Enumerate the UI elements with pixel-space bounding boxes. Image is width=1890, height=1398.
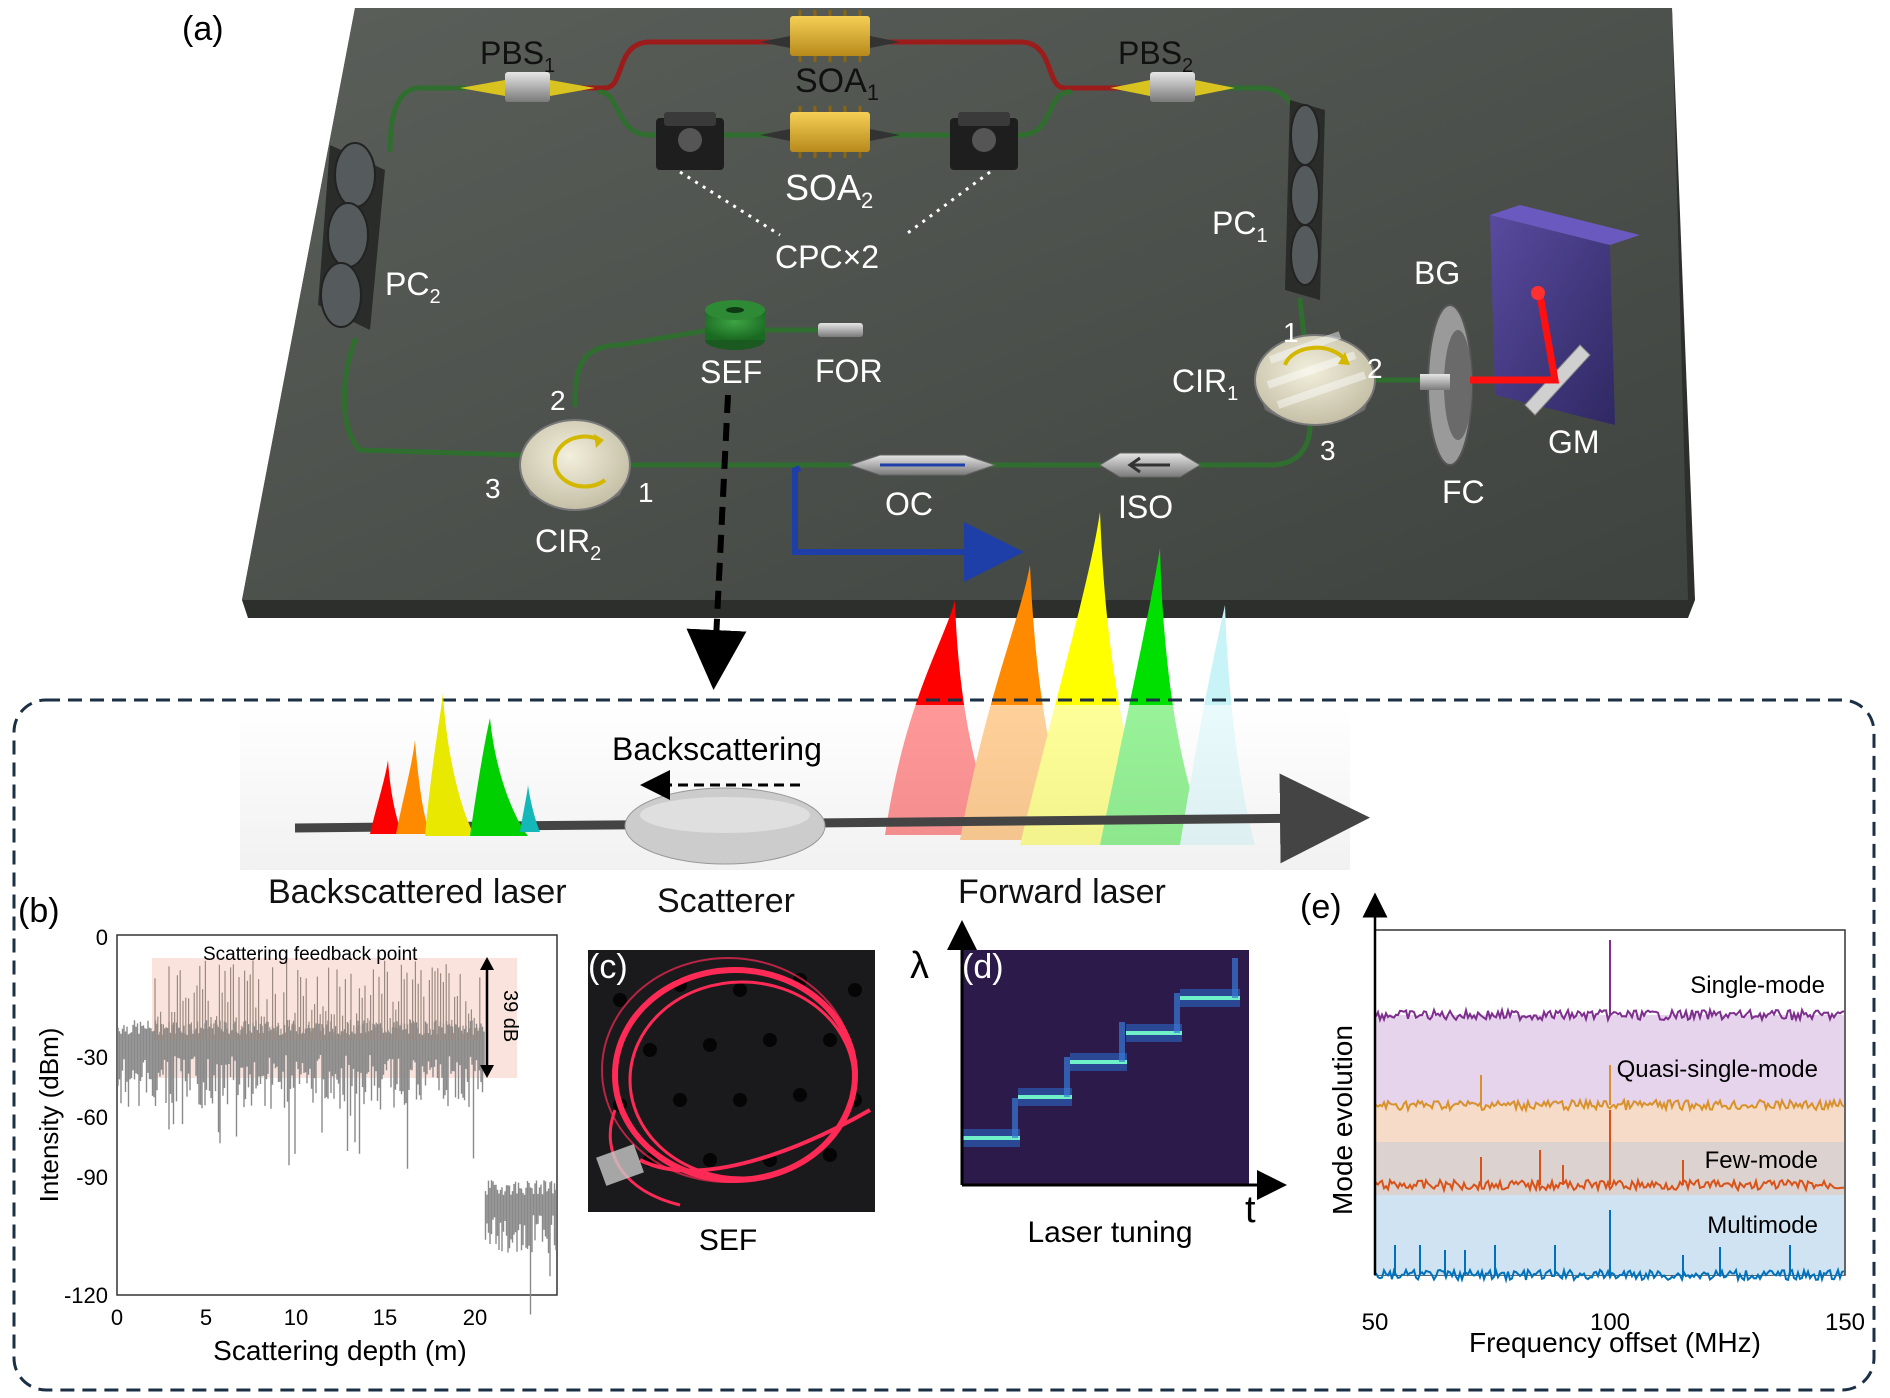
pbs1-label: PBS1 xyxy=(480,35,555,77)
trace-label-quasi: Quasi-single-mode xyxy=(1617,1056,1818,1083)
soa1-label: SOA1 xyxy=(795,62,879,105)
pbs2-coupler xyxy=(1110,72,1235,102)
forward-laser-label: Forward laser xyxy=(958,873,1166,911)
cpc-left xyxy=(656,112,724,170)
for-terminator xyxy=(818,323,863,337)
bg-grating xyxy=(1490,205,1640,425)
laser-spot xyxy=(1531,286,1545,300)
fc-label: FC xyxy=(1442,474,1485,510)
panel-c-label: (c) xyxy=(588,948,628,986)
tuning-steps xyxy=(962,958,1240,1147)
iso-isolator xyxy=(1099,452,1201,478)
b-xtick-10: 10 xyxy=(284,1305,308,1330)
oc-label: OC xyxy=(885,486,933,522)
mode-trace-2 xyxy=(1375,1110,1844,1194)
trace-label-single: Single-mode xyxy=(1690,972,1825,999)
e-xtick-100: 100 xyxy=(1590,1309,1630,1336)
panel-b-label: (b) xyxy=(18,892,60,930)
fiber-coil xyxy=(601,957,871,1207)
cpc-right xyxy=(950,112,1018,170)
cpc-leader-lines xyxy=(679,170,991,237)
panel-b: (b) Scattering feedback point 39 dB 0 -3… xyxy=(18,892,558,1366)
pc2-label: PC2 xyxy=(385,266,441,308)
sef-zoom-arrow xyxy=(686,394,747,690)
pc1-paddles xyxy=(1285,100,1325,300)
mode-trace-3 xyxy=(1375,1210,1845,1284)
b-ytick-0: 0 xyxy=(96,925,108,950)
pc2-paddles xyxy=(318,142,385,330)
range-label: 39 dB xyxy=(499,990,521,1042)
gm-label: GM xyxy=(1548,424,1600,460)
cir2-port-2: 2 xyxy=(550,385,566,416)
e-xlabel: Frequency offset (MHz) xyxy=(1469,1327,1761,1358)
b-xtick-15: 15 xyxy=(373,1305,397,1330)
cpc-label: CPC×2 xyxy=(775,239,879,275)
e-xtick-150: 150 xyxy=(1825,1309,1865,1336)
backscattering-label: Backscattering xyxy=(612,731,822,767)
oc-coupler xyxy=(848,454,997,476)
tuning-caption: Laser tuning xyxy=(1027,1216,1192,1249)
fc-mount xyxy=(1420,304,1473,466)
noise-floor xyxy=(117,1020,557,1315)
backscattered-laser-label: Backscattered laser xyxy=(268,873,567,911)
backscattering-schematic: Backscattering xyxy=(240,693,1370,870)
cir2-label: CIR2 xyxy=(535,523,601,565)
cir1-label: CIR1 xyxy=(1172,363,1238,405)
optical-board xyxy=(242,8,1688,600)
soa2-label: SOA2 xyxy=(785,167,873,213)
cir2-port-1: 1 xyxy=(638,477,654,508)
panel-e-label: (e) xyxy=(1300,888,1342,926)
panel-a: (a) xyxy=(182,8,1695,618)
pbs1-coupler xyxy=(460,72,595,102)
sef-caption: SEF xyxy=(699,1224,757,1257)
b-ytick-30: -30 xyxy=(76,1045,108,1070)
b-xtick-20: 20 xyxy=(463,1305,487,1330)
b-xtick-0: 0 xyxy=(111,1305,123,1330)
cir2-port-3: 3 xyxy=(485,473,501,504)
trace-label-multi: Multimode xyxy=(1707,1212,1818,1239)
for-label: FOR xyxy=(815,353,883,389)
cir2-circulator xyxy=(519,419,631,511)
lower-panel-frame xyxy=(12,698,1876,1392)
fiber-network xyxy=(341,39,1423,468)
panel-d-label: (d) xyxy=(962,948,1004,986)
b-ytick-60: -60 xyxy=(76,1105,108,1130)
feedback-annotation: Scattering feedback point xyxy=(203,944,418,965)
b-xlabel: Scattering depth (m) xyxy=(213,1335,467,1366)
pbs2-label: PBS2 xyxy=(1118,35,1193,77)
b-ytick-90: -90 xyxy=(76,1165,108,1190)
e-ylabel: Mode evolution xyxy=(1327,1025,1358,1215)
d-xlabel: t xyxy=(1245,1189,1256,1231)
bg-label: BG xyxy=(1414,255,1460,291)
cir1-port-3: 3 xyxy=(1320,435,1336,466)
d-ylabel: λ xyxy=(910,945,929,987)
panel-e: (e) Single-mode Quasi-single-mode Few-mo… xyxy=(1300,888,1865,1358)
iso-label: ISO xyxy=(1118,489,1173,525)
scatterer-label: Scatterer xyxy=(657,882,795,920)
soa1-chip xyxy=(760,10,900,62)
output-arrow xyxy=(792,465,1024,582)
panel-d: λ t (d) Laser tuning xyxy=(910,920,1287,1249)
mode-trace-1 xyxy=(1375,1065,1845,1114)
soa2-chip xyxy=(760,106,900,158)
mode-trace-0 xyxy=(1375,940,1845,1024)
pc1-label: PC1 xyxy=(1212,205,1268,247)
mode-traces xyxy=(1375,940,1845,1284)
b-ylabel: Intensity (dBm) xyxy=(34,1028,64,1203)
trace-label-few: Few-mode xyxy=(1705,1147,1818,1174)
cir1-port-2: 2 xyxy=(1367,353,1383,384)
b-ytick-120: -120 xyxy=(64,1283,108,1308)
sef-label: SEF xyxy=(700,354,762,390)
b-xtick-5: 5 xyxy=(200,1305,212,1330)
sef-spool xyxy=(705,300,765,350)
e-xtick-50: 50 xyxy=(1362,1309,1389,1336)
cir1-circulator xyxy=(1254,331,1376,426)
feedback-spikes xyxy=(154,960,481,1040)
cir1-port-1: 1 xyxy=(1283,317,1299,348)
scattering-trace xyxy=(117,960,557,1315)
panel-c: (c) SEF xyxy=(588,948,875,1257)
panel-a-label: (a) xyxy=(182,10,224,48)
